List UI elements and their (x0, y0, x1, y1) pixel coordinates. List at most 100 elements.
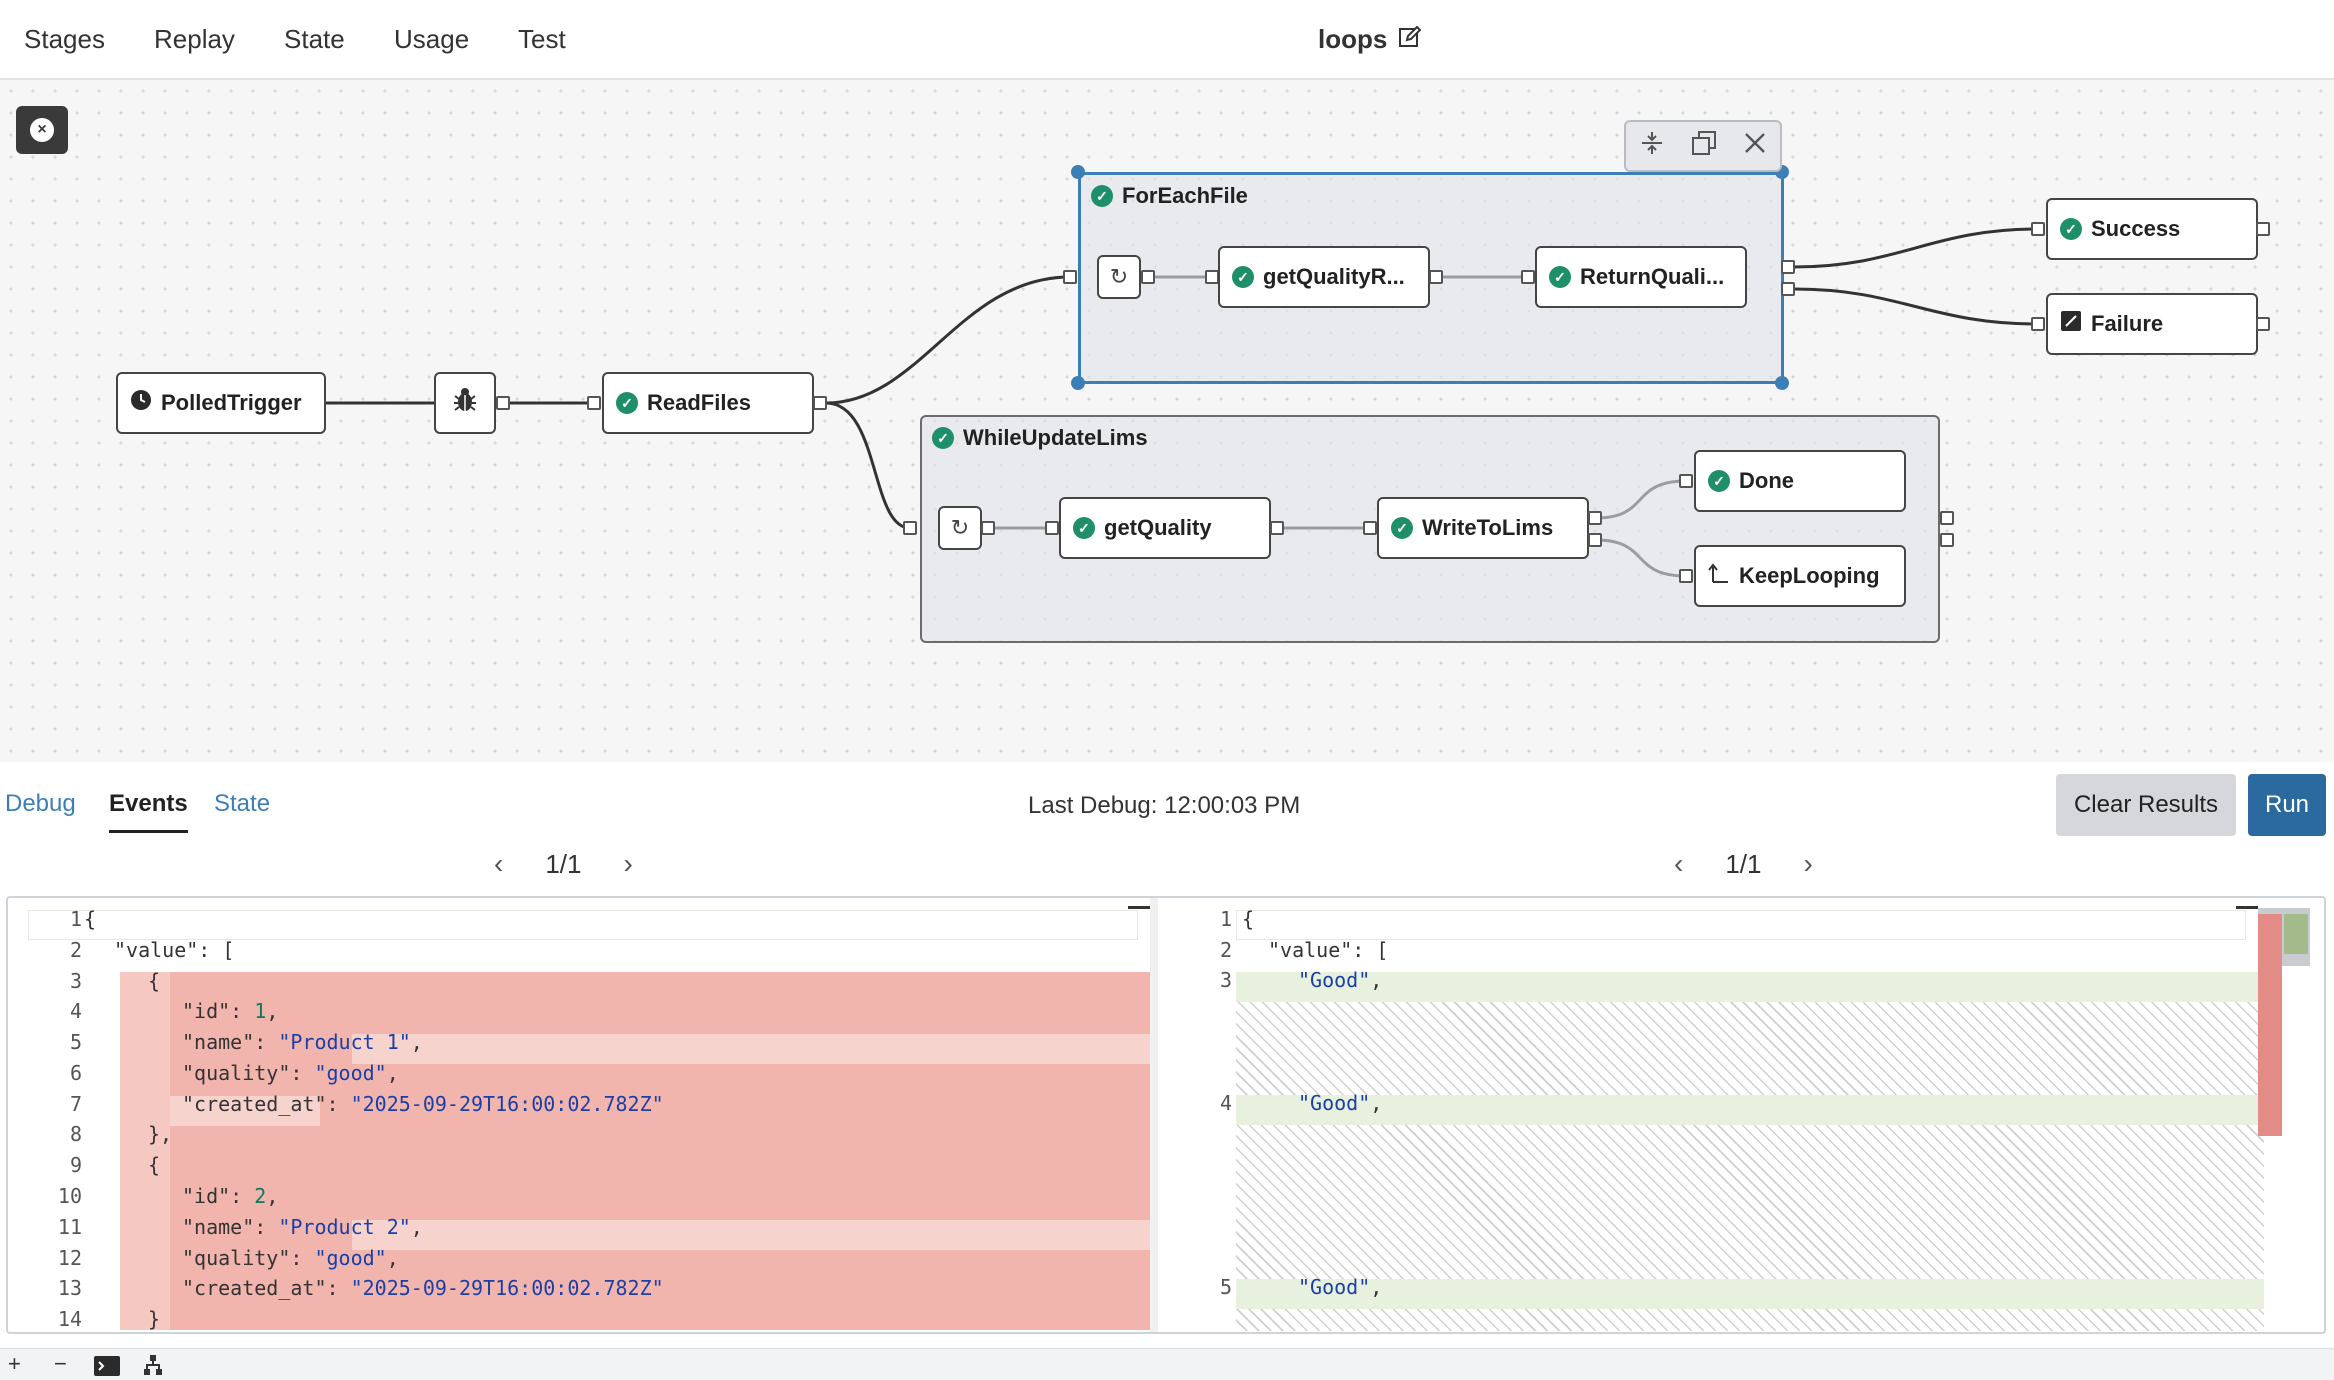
collapse-panel-button[interactable]: × (16, 106, 68, 154)
node-read-files[interactable]: ✓ ReadFiles (602, 372, 814, 434)
group-toolbar (1624, 120, 1782, 172)
hierarchy-icon[interactable] (144, 1355, 162, 1380)
resize-handle[interactable] (1071, 165, 1085, 179)
node-success[interactable]: ✓ Success (2046, 198, 2258, 260)
tab-usage[interactable]: Usage (394, 24, 470, 54)
tab-panel-state[interactable]: State (214, 790, 271, 817)
diff-editor[interactable]: 1{2"value": [3{4"id": 1,5"name": "Produc… (6, 896, 2326, 1334)
line-number: 1 (69, 907, 82, 931)
code-line: { (84, 907, 97, 931)
line-number: 3 (1219, 968, 1232, 992)
resize-handle[interactable] (1071, 376, 1085, 390)
code-line: "Good", (1298, 1275, 1383, 1299)
removed-block (120, 972, 1150, 1330)
output-port[interactable] (1141, 270, 1155, 284)
input-port[interactable] (1063, 270, 1077, 284)
input-port[interactable] (2031, 222, 2045, 236)
copy-icon[interactable] (1691, 130, 1717, 163)
line-number: 5 (69, 1030, 82, 1055)
tab-replay[interactable]: Replay (154, 24, 235, 54)
tab-events[interactable]: Events (109, 790, 188, 833)
line-number: 13 (57, 1276, 82, 1301)
input-port[interactable] (903, 521, 917, 535)
check-icon: ✓ (1708, 470, 1730, 492)
code-line: "id": 1, (182, 999, 279, 1024)
tab-stages[interactable]: Stages (24, 24, 105, 54)
node-polled-trigger[interactable]: PolledTrigger (116, 372, 326, 434)
output-port[interactable] (1940, 533, 1954, 547)
input-port[interactable] (1679, 474, 1693, 488)
close-icon[interactable] (1743, 131, 1767, 162)
input-port[interactable] (1045, 521, 1059, 535)
pencil-edit-icon[interactable] (1399, 24, 1422, 55)
input-port[interactable] (1363, 521, 1377, 535)
refresh-icon: ↻ (950, 515, 970, 540)
clear-results-button[interactable]: Clear Results (2056, 774, 2236, 836)
node-done[interactable]: ✓ Done (1694, 450, 1906, 512)
output-port[interactable] (1781, 282, 1795, 296)
node-write-to-lims[interactable]: ✓ WriteToLims (1377, 497, 1589, 559)
check-icon: ✓ (932, 427, 954, 449)
chevron-left-icon[interactable]: ‹ (1674, 848, 1684, 879)
input-port[interactable] (1679, 569, 1693, 583)
node-return-quali[interactable]: ✓ ReturnQuali... (1535, 246, 1747, 308)
line-number: 7 (69, 1091, 82, 1116)
node-failure[interactable]: Failure (2046, 293, 2258, 355)
output-port[interactable] (981, 521, 995, 535)
diff-spacer (1236, 1002, 2264, 1095)
ruler-added-marker (2284, 914, 2308, 954)
tab-state[interactable]: State (284, 24, 345, 54)
output-port[interactable] (2256, 317, 2270, 331)
output-port[interactable] (1588, 533, 1602, 547)
input-port[interactable] (2031, 317, 2045, 331)
check-icon: ✓ (1391, 517, 1413, 539)
compress-icon[interactable] (1639, 130, 1665, 163)
output-port[interactable] (1270, 521, 1284, 535)
output-port[interactable] (1940, 511, 1954, 525)
code-line: }, (148, 1122, 173, 1147)
check-icon: ✓ (1091, 185, 1113, 207)
left-scrollbar[interactable] (1150, 898, 1158, 1332)
input-port[interactable] (587, 396, 601, 410)
line-number: 8 (69, 1122, 82, 1147)
clock-icon (130, 389, 152, 417)
top-bar: Stages Replay State Usage Test loops (0, 0, 2334, 80)
terminal-icon[interactable] (94, 1356, 120, 1380)
code-line: "id": 2, (182, 1184, 279, 1209)
line-number: 4 (69, 999, 82, 1024)
line-number: 2 (1219, 938, 1232, 962)
resize-handle[interactable] (1775, 376, 1789, 390)
node-get-quality-r[interactable]: ✓ getQualityR... (1218, 246, 1430, 308)
chevron-right-icon[interactable]: › (623, 848, 633, 879)
output-port[interactable] (2256, 222, 2270, 236)
output-port[interactable] (1429, 270, 1443, 284)
node-debug[interactable] (434, 372, 496, 434)
run-button[interactable]: Run (2248, 774, 2326, 836)
check-icon: ✓ (1549, 266, 1571, 288)
input-port[interactable] (1521, 270, 1535, 284)
node-get-quality[interactable]: ✓ getQuality (1059, 497, 1271, 559)
output-port[interactable] (1781, 260, 1795, 274)
tab-test[interactable]: Test (518, 24, 566, 54)
return-arrow-icon (1708, 562, 1730, 590)
code-line: "created_at": "2025-09-29T16:00:02.782Z" (182, 1276, 664, 1301)
chevron-right-icon[interactable]: › (1803, 848, 1813, 879)
bug-icon (451, 386, 479, 420)
code-line: { (148, 1153, 161, 1178)
node-keep-looping[interactable]: KeepLooping (1694, 545, 1906, 607)
zoom-in-icon[interactable]: + (8, 1351, 21, 1376)
input-port[interactable] (1205, 270, 1219, 284)
zoom-out-icon[interactable]: − (54, 1351, 67, 1376)
edge-foreach-success (1793, 227, 2039, 269)
chevron-left-icon[interactable]: ‹ (494, 848, 504, 879)
tab-debug[interactable]: Debug (5, 790, 76, 817)
loop-start-node[interactable]: ↻ (938, 506, 982, 550)
loop-start-node[interactable]: ↻ (1097, 255, 1141, 299)
line-number: 4 (1219, 1091, 1232, 1115)
output-port[interactable] (813, 396, 827, 410)
check-icon: ✓ (2060, 218, 2082, 240)
output-port[interactable] (496, 396, 510, 410)
output-port[interactable] (1588, 511, 1602, 525)
right-page-indicator: 1/1 (1725, 848, 1762, 879)
